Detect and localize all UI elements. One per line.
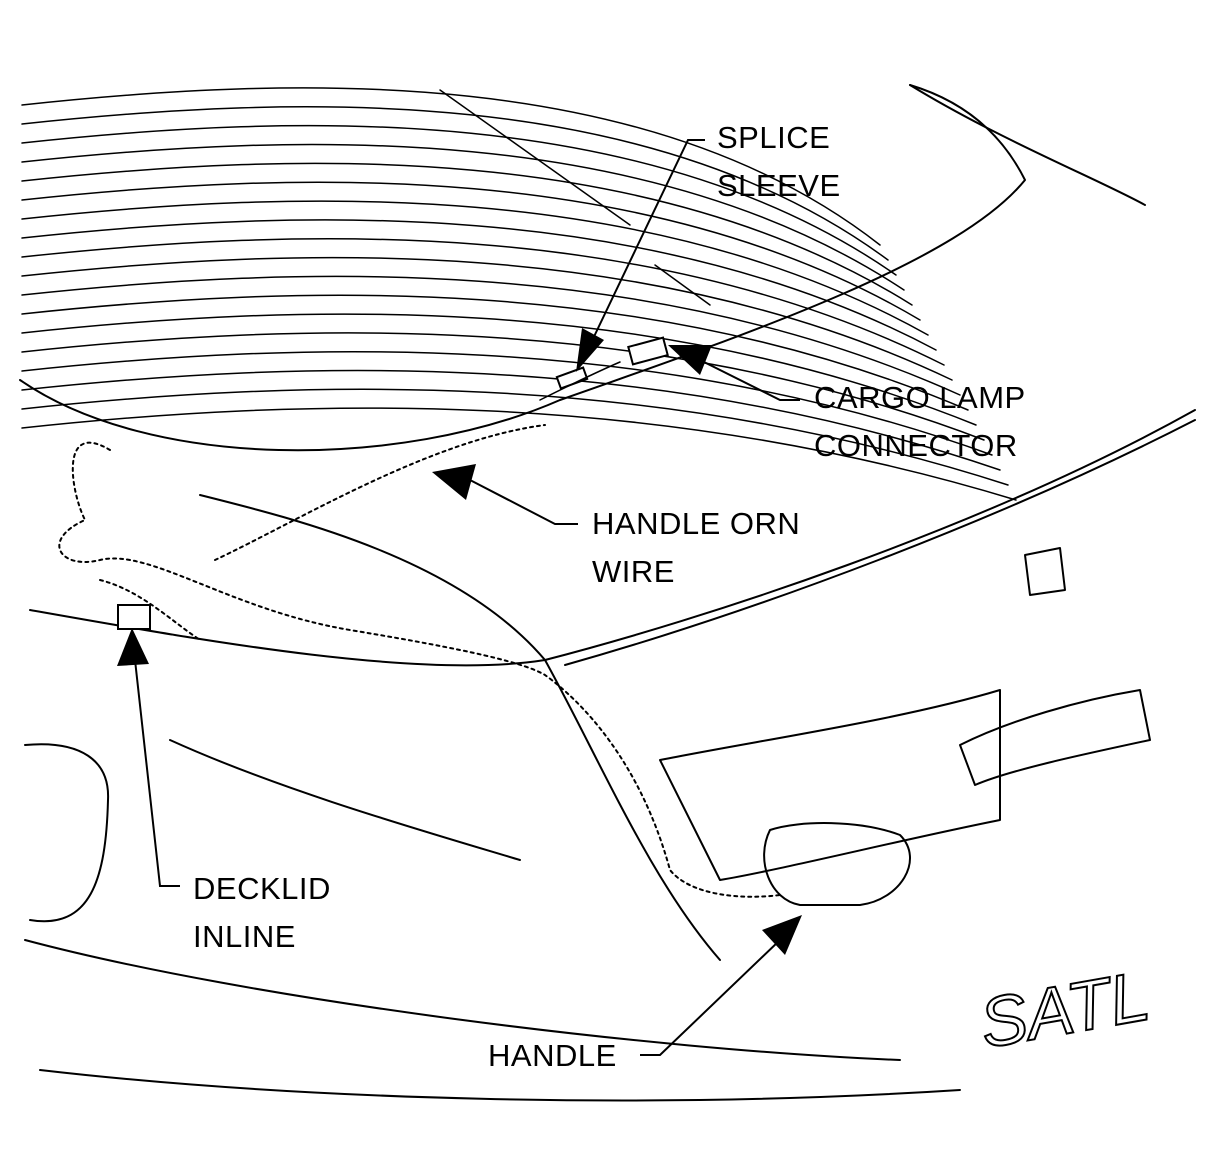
defroster-line bbox=[21, 313, 977, 426]
defroster-line bbox=[21, 219, 937, 351]
cargo-lamp-arrowhead bbox=[668, 345, 712, 375]
defroster-line bbox=[21, 407, 1017, 501]
emblem-outline bbox=[1024, 547, 1066, 596]
defroster-line bbox=[21, 294, 969, 411]
splice-sleeve-leader bbox=[589, 139, 705, 346]
decklid-rear-panel bbox=[29, 609, 546, 667]
handle-orn-wire-label-line1: HANDLE ORN bbox=[592, 506, 801, 541]
decklid-inline-arrowhead bbox=[117, 628, 149, 666]
decklid-upper-edge bbox=[199, 409, 1196, 661]
harness-conduit bbox=[58, 441, 781, 898]
defroster-grid-lines bbox=[21, 87, 1017, 501]
defroster-line bbox=[21, 350, 993, 456]
lower-bumper bbox=[39, 1069, 961, 1102]
decklid-upper-edge-inner bbox=[564, 419, 1196, 666]
splice-sleeve-label-line1: SPLICE bbox=[717, 120, 831, 155]
defroster-line bbox=[21, 388, 1009, 486]
splice-sleeve-label-line2: SLEEVE bbox=[717, 168, 841, 203]
saturn-badge: SATL bbox=[974, 956, 1155, 1062]
handle-orn-wire-leader bbox=[469, 479, 578, 525]
harness-branch-connector bbox=[99, 579, 201, 641]
lock-cylinder-area bbox=[959, 689, 1151, 786]
splice-sleeve-shape bbox=[555, 366, 589, 390]
rear-window-frame bbox=[909, 84, 1146, 206]
defroster-line bbox=[21, 87, 881, 246]
decklid-inline-leader bbox=[134, 659, 180, 887]
defroster-line bbox=[21, 106, 889, 261]
decklid-lower-curve bbox=[169, 739, 521, 861]
decklid-inline-connector bbox=[117, 604, 151, 630]
rear-window bbox=[19, 84, 1146, 501]
defroster-line bbox=[21, 256, 953, 381]
splice-sleeve-label: SPLICE SLEEVE bbox=[717, 114, 841, 210]
cargo-lamp-connector-label-line2: CONNECTOR bbox=[814, 428, 1018, 463]
reflection-line-1 bbox=[439, 89, 631, 226]
wire-harness bbox=[58, 336, 781, 898]
cargo-lamp-connector-label: CARGO LAMP CONNECTOR bbox=[814, 374, 1026, 470]
decklid-inline-label-line1: DECKLID bbox=[193, 871, 331, 906]
defroster-line bbox=[21, 124, 897, 276]
decklid-side-curve bbox=[544, 659, 721, 961]
decklid-inline-label: DECKLID INLINE bbox=[193, 865, 331, 961]
handle-leader bbox=[640, 939, 781, 1056]
defroster-line bbox=[21, 369, 1001, 471]
callout-leaders bbox=[117, 139, 802, 1056]
defroster-line bbox=[21, 162, 913, 306]
handle-label: HANDLE bbox=[488, 1032, 617, 1080]
handle-arrowhead bbox=[762, 915, 802, 955]
handle-orn-wire-label-line2: WIRE bbox=[592, 554, 675, 589]
defroster-line bbox=[21, 238, 945, 366]
cargo-lamp-connector-shape bbox=[627, 336, 669, 366]
license-recess bbox=[659, 689, 1001, 881]
handle-orn-wire-arrowhead bbox=[432, 464, 476, 500]
tail-lamp-outline bbox=[24, 743, 110, 923]
defroster-line bbox=[21, 332, 985, 441]
harness-branch-upper bbox=[214, 424, 546, 561]
handle-orn-wire-label: HANDLE ORN WIRE bbox=[592, 500, 800, 596]
bumper-curve bbox=[24, 939, 901, 1061]
defroster-line bbox=[21, 200, 929, 336]
splice-sleeve-arrowhead bbox=[576, 328, 604, 372]
handle-housing bbox=[763, 822, 911, 906]
defroster-line bbox=[21, 181, 921, 321]
cargo-lamp-leader bbox=[699, 359, 800, 401]
reflection-line-2 bbox=[654, 264, 711, 306]
cargo-lamp-wire bbox=[539, 361, 621, 401]
cargo-lamp-connector-label-line1: CARGO LAMP bbox=[814, 380, 1026, 415]
defroster-line bbox=[21, 143, 905, 291]
decklid-inline-label-line2: INLINE bbox=[193, 919, 296, 954]
defroster-line bbox=[21, 275, 961, 396]
handle-label-line1: HANDLE bbox=[488, 1038, 617, 1073]
